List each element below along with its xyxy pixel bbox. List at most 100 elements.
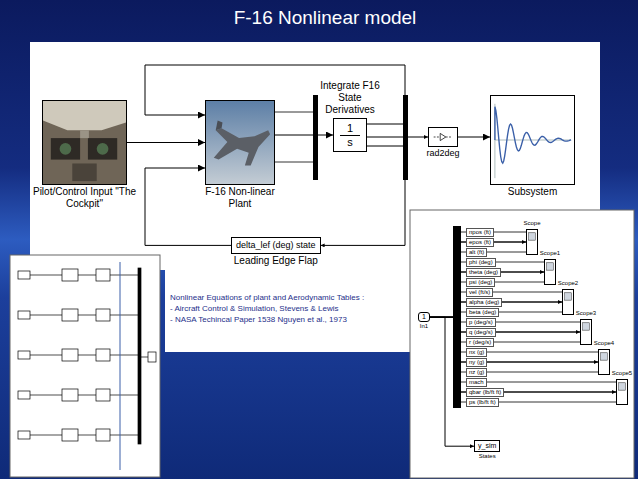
gain-block-art (429, 128, 457, 146)
signal-name: npos (ft) (466, 228, 494, 237)
signal-connector (430, 317, 598, 362)
signal-name: vel (ft/s) (466, 288, 493, 297)
scope-block-art (581, 320, 591, 344)
block-label: Scope3 (576, 310, 596, 317)
cockpit-subsystem-drawing (62, 349, 78, 361)
signal-name: ps (lb/ft ft) (466, 398, 499, 407)
plant-image-block-art (214, 128, 270, 165)
signal-connector (145, 65, 405, 124)
block-text: delta_lef (deg) state (232, 238, 320, 253)
block-label: Pilot/Control Input "The Cockpit" (29, 186, 141, 210)
cockpit-subsystem-drawing (18, 391, 30, 399)
cockpit-subsystem-drawing (18, 431, 30, 439)
scope-block-art (583, 323, 590, 330)
block-text: y_sim (475, 441, 499, 451)
signal-connector (430, 317, 616, 392)
signal-connector (127, 142, 205, 143)
cockpit-subsystem-drawing (30, 275, 148, 435)
cockpit-subsystem-drawing (18, 351, 30, 359)
transfer-numerator: 1 (340, 122, 360, 136)
cockpit-subsystem-drawing (138, 268, 141, 444)
cockpit-image-block-art (51, 138, 80, 159)
cockpit-image-block-art (88, 138, 117, 159)
scope-block: Scope3 (580, 319, 592, 345)
cockpit-subsystem-drawing (62, 309, 78, 321)
cockpit-panel (10, 255, 160, 477)
gain-block: rad2deg (428, 127, 458, 147)
subsystem-block-art (491, 96, 574, 184)
scope-block-art (601, 353, 608, 360)
transfer-denominator: s (340, 136, 360, 149)
plant-image-block-art (216, 121, 223, 131)
signal-name: p (deg/s) (466, 318, 496, 327)
signal-connector (430, 272, 544, 317)
signal-connector (321, 146, 405, 245)
signal-name: mach (466, 378, 487, 387)
cockpit-image-block-art (43, 101, 126, 130)
scope-block-art (527, 230, 537, 254)
state-block: delta_lef (deg) stateLeading Edge Flap (231, 237, 321, 254)
signal-connector (458, 137, 490, 138)
signal-connector (275, 135, 333, 136)
reference-note: - Aircraft Control & Simulation, Stevens… (170, 304, 339, 314)
signal-connector (430, 317, 580, 332)
plant-image-block-art (206, 101, 274, 184)
block-label: Integrate F16 State Derivatives (317, 80, 383, 116)
scope-block: Scope1 (544, 259, 556, 285)
scope-block: Scope5 (616, 379, 628, 405)
signal-connector (367, 137, 428, 138)
cockpit-image-block-art (60, 143, 72, 155)
scope-block-art (529, 233, 536, 240)
scope-block-art (565, 293, 572, 300)
signal-name: qbar (lb/ft ft) (466, 388, 504, 397)
cockpit-subsystem-drawing (62, 269, 78, 281)
inport-block: 1In1 (418, 312, 430, 322)
plant-image-block-art (206, 101, 274, 184)
signal-name: r (deg/s) (466, 338, 494, 347)
signal-name: q (deg/s) (466, 328, 496, 337)
block-label: F-16 Non-linear Plant (194, 186, 286, 210)
cockpit-image-block-art (43, 101, 126, 184)
cockpit-image-block-art (97, 143, 109, 155)
signal-name: phi (deg) (466, 258, 496, 267)
signal-name: psi (deg) (466, 278, 495, 287)
block-label: Scope4 (594, 340, 614, 347)
scope-panel (410, 210, 634, 478)
signal-name: theta (deg) (466, 268, 501, 277)
cockpit-subsystem-drawing (120, 262, 121, 470)
signal-wire (275, 162, 313, 163)
signal-name: alpha (deg) (466, 298, 502, 307)
block-label: Subsystem (508, 186, 557, 198)
scope-block-art (617, 380, 627, 404)
signal-name: epos (ft) (466, 238, 494, 247)
signal-name: nx (g) (466, 348, 487, 357)
block-label: In1 (420, 323, 428, 330)
cockpit-subsystem-drawing (18, 262, 156, 470)
workspace-block: y_simStates (474, 440, 500, 452)
cockpit-subsystem-drawing (96, 269, 110, 281)
block-label: Scope (523, 220, 540, 227)
signal-name: ny (g) (466, 358, 487, 367)
gain-block-art (440, 133, 446, 140)
cockpit-subsystem-drawing (62, 429, 78, 441)
cockpit-image-block-art (72, 163, 96, 181)
block-label: rad2deg (426, 148, 459, 158)
scope-block-art (547, 263, 554, 270)
subsystem-block-art (491, 96, 574, 184)
cockpit-image-block-art (80, 130, 89, 138)
scope-block-art (619, 383, 626, 390)
gain-block-art (434, 137, 453, 138)
cockpit-subsystem-drawing (96, 389, 110, 401)
signal-wire (275, 112, 313, 113)
block-label: Scope1 (540, 250, 560, 257)
scope-block: Scope4 (598, 349, 610, 375)
signal-name: beta (deg) (466, 308, 499, 317)
subsystem-block-art (495, 107, 571, 163)
cockpit-subsystem-drawing (148, 352, 156, 362)
cockpit-subsystem-drawing (96, 349, 110, 361)
reference-note: - NASA Techincal Paper 1538 Nguyen et al… (170, 315, 347, 325)
block-label: Leading Edge Flap (234, 255, 318, 267)
cockpit-subsystem-drawing (18, 311, 30, 319)
